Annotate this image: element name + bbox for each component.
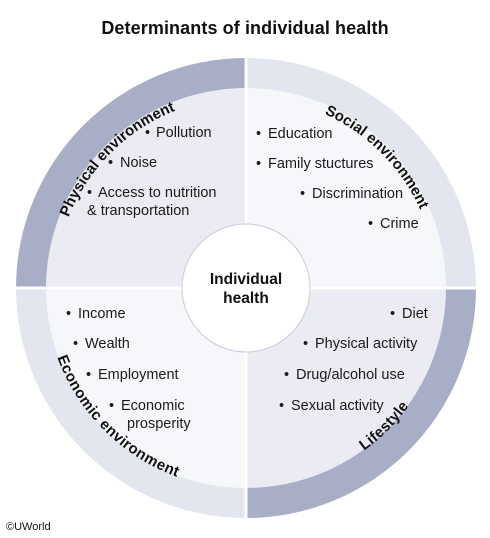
bullet: • [368, 216, 373, 232]
list-item: Education [268, 126, 333, 142]
bullet: • [145, 125, 150, 141]
list-item: & transportation [87, 203, 189, 219]
list-item: Crime [380, 216, 419, 232]
list-item: Employment [98, 367, 179, 383]
bullet: • [87, 185, 92, 201]
bullet: • [108, 155, 113, 171]
list-item: Noise [120, 155, 157, 171]
inner-social [246, 88, 446, 288]
list-item: Economic [121, 398, 185, 414]
list-item: Access to nutrition [98, 185, 216, 201]
bullet: • [256, 156, 261, 172]
page-title: Determinants of individual health [101, 18, 389, 38]
center-circle [181, 223, 311, 353]
list-item: Wealth [85, 336, 130, 352]
bullet: • [300, 186, 305, 202]
list-item: Pollution [156, 125, 212, 141]
bullet: • [256, 126, 261, 142]
list-item: Income [78, 306, 126, 322]
bullet: • [109, 398, 114, 414]
center-label-line1: Individual [210, 271, 282, 288]
list-item: Sexual activity [291, 398, 384, 414]
list-item: Diet [402, 306, 428, 322]
inner-physical [46, 88, 246, 288]
center-label-line2: health [223, 290, 269, 307]
copyright-notice: ©UWorld [6, 521, 51, 533]
list-item: Discrimination [312, 186, 403, 202]
list-item: Family stuctures [268, 156, 374, 172]
inner-lifestyle [246, 288, 446, 488]
bullet: • [279, 398, 284, 414]
inner-economic [46, 288, 246, 488]
bullet: • [284, 367, 289, 383]
list-item: Drug/alcohol use [296, 367, 405, 383]
bullet: • [390, 306, 395, 322]
bullet: • [66, 306, 71, 322]
list-item: Physical activity [315, 336, 418, 352]
bullet: • [303, 336, 308, 352]
list-item: prosperity [127, 416, 191, 432]
bullet: • [86, 367, 91, 383]
bullet: • [73, 336, 78, 352]
